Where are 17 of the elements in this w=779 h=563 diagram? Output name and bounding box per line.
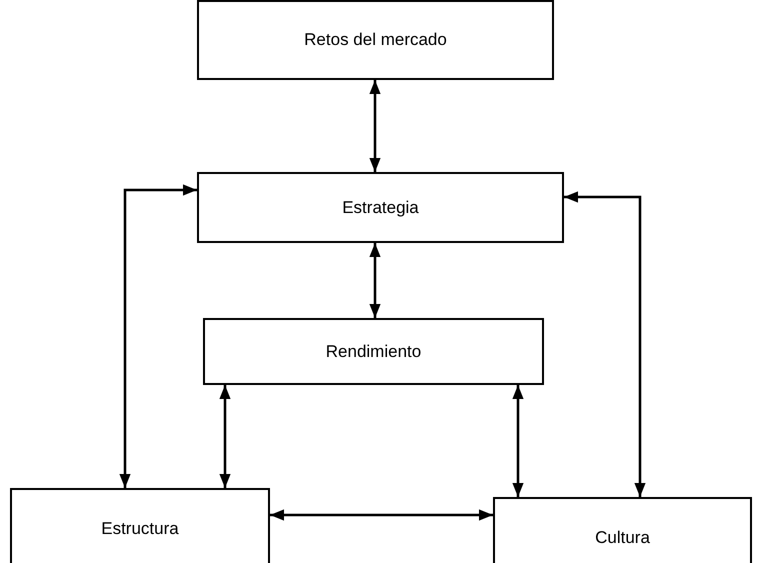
double-arrow bbox=[270, 509, 493, 521]
process-box bbox=[197, 172, 564, 243]
double-arrow bbox=[512, 385, 524, 497]
process-box bbox=[203, 318, 544, 385]
double-arrow bbox=[219, 385, 231, 488]
box-label: Estructura bbox=[101, 518, 179, 540]
process-box bbox=[197, 0, 554, 80]
double-arrow bbox=[119, 184, 197, 488]
box-label: Estrategia bbox=[342, 196, 419, 219]
double-arrow bbox=[564, 191, 646, 497]
box-label: Cultura bbox=[595, 527, 650, 549]
process-box bbox=[10, 488, 270, 563]
double-arrow bbox=[369, 243, 381, 318]
double-arrow bbox=[369, 80, 381, 172]
process-box bbox=[493, 497, 752, 563]
box-label: Rendimiento bbox=[326, 340, 422, 363]
box-label: Retos del mercado bbox=[304, 29, 447, 52]
